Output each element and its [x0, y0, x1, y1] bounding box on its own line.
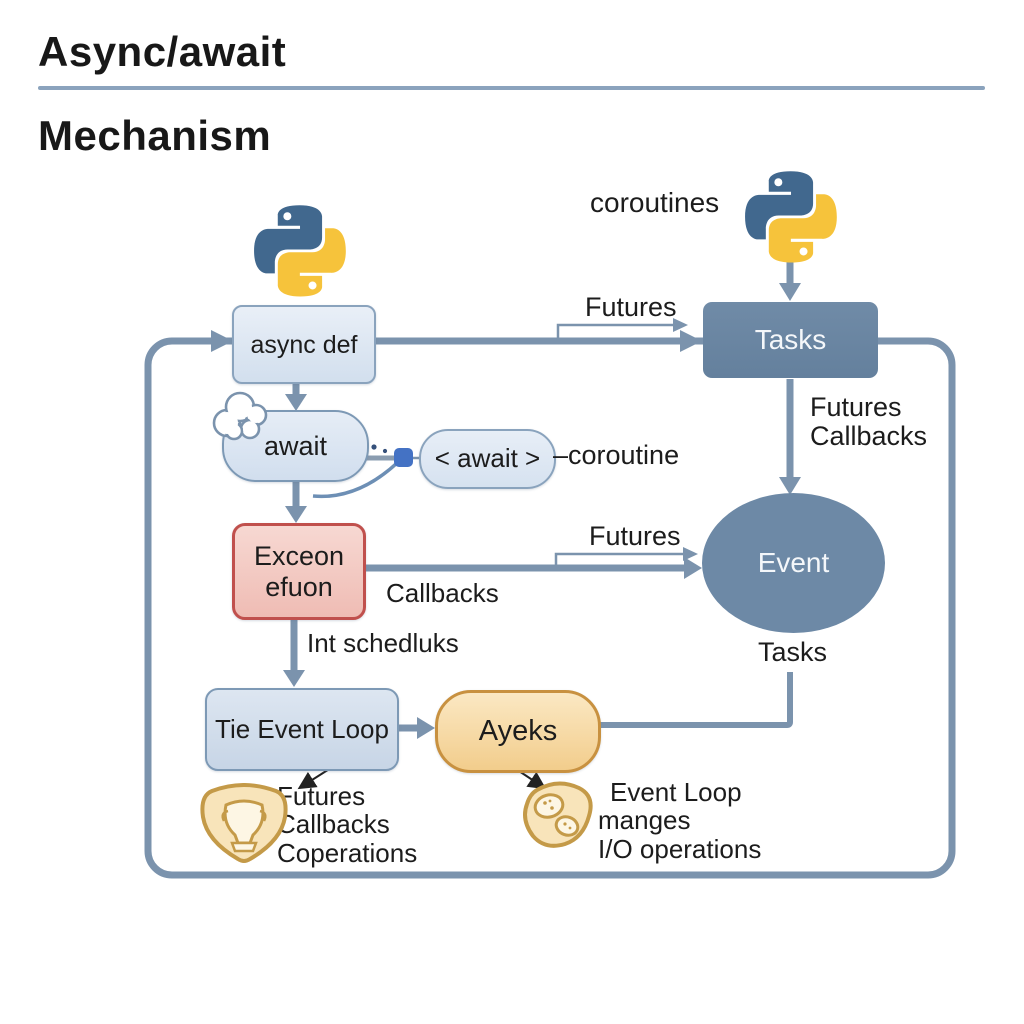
arrowhead-asyncdef-to-await	[285, 394, 307, 411]
loop-note: Futures Callbacks Coperations	[277, 782, 417, 867]
tasks-event-label-line1: Futures	[810, 392, 902, 422]
io-cells-blob-icon	[523, 781, 593, 848]
node-tie-event-loop: Tie Event Loop	[205, 688, 399, 771]
node-tasks-label: Tasks	[754, 324, 827, 356]
arrowhead-tasks-to-event	[779, 477, 801, 495]
node-ayeks: Ayeks	[435, 690, 601, 773]
node-async-def-label: async def	[250, 330, 358, 359]
coroutines-label: coroutines	[590, 187, 720, 218]
trail-dot	[382, 448, 388, 454]
arrowhead-async-def-to-tasks	[680, 330, 702, 352]
tasks-event-label-line2: Callbacks	[810, 421, 928, 452]
futures-top-label: Futures	[585, 292, 677, 322]
node-ayeks-label: Ayeks	[478, 715, 558, 748]
loop-note-line3: Coperations	[277, 837, 418, 868]
arrowhead-await-to-exceon	[285, 506, 307, 523]
node-exceon: Exceon efuon	[232, 523, 366, 620]
node-await-expression-label: < await >	[434, 443, 541, 474]
io-note-line2: manges	[598, 805, 691, 836]
thought-cloud-icon	[212, 391, 268, 441]
arrowhead-python-to-tasks	[779, 283, 801, 301]
callbacks-mid-label: Callbacks	[386, 578, 499, 608]
page-title: Async/await	[38, 28, 287, 75]
node-event-label: Event	[757, 547, 830, 579]
futures-bracket-arrow-top	[556, 323, 676, 340]
page-subtitle: Mechanism	[38, 112, 272, 159]
node-event: Event	[702, 493, 885, 633]
event-loop-boundary	[144, 337, 956, 879]
loop-note-line2: Callbacks	[277, 809, 390, 840]
futures-mid-label: Futures	[589, 521, 681, 551]
int-scheduks-label: Int schedluks	[307, 628, 459, 658]
node-tie-event-loop-label: Tie Event Loop	[215, 713, 389, 744]
io-note-line1: Event Loop	[610, 777, 742, 807]
python-logo-icon	[254, 205, 346, 297]
node-exceon-line2: efuon	[265, 571, 333, 602]
futures-bracket-arrowhead-mid	[683, 547, 698, 561]
trail-dot	[371, 444, 377, 450]
io-note: Event Loop manges I/O operations	[598, 778, 761, 863]
node-async-def: async def	[232, 305, 376, 384]
title-divider	[38, 86, 985, 90]
python-logo-icon	[745, 171, 837, 263]
tasks-bottom-label: Tasks	[758, 637, 828, 667]
node-await-expression: < await >	[419, 429, 556, 489]
io-note-line3: I/O operations	[598, 833, 762, 864]
loop-note-line1: Futures	[277, 781, 366, 811]
arrowhead-loop-to-ayeks	[417, 717, 435, 739]
blue-connector-dot	[394, 448, 413, 467]
connector-event-to-ayeks	[599, 672, 793, 728]
node-await-label: await	[263, 430, 328, 461]
node-exceon-line1: Exceon	[253, 541, 345, 572]
futures-bracket-arrowhead-top	[673, 318, 688, 332]
futures-bracket-arrow-mid	[554, 552, 686, 566]
node-tasks: Tasks	[703, 302, 878, 378]
arrowhead-exceon-to-event	[684, 557, 702, 579]
arrowhead-exceon-to-loop	[283, 670, 305, 687]
curved-connector	[312, 461, 399, 499]
loop-arrowhead-async-def	[211, 330, 233, 352]
coroutine-annotation: –coroutine	[553, 440, 680, 470]
tasks-event-label: Futures Callbacks	[810, 392, 928, 452]
trophy-badge-icon	[200, 783, 288, 863]
